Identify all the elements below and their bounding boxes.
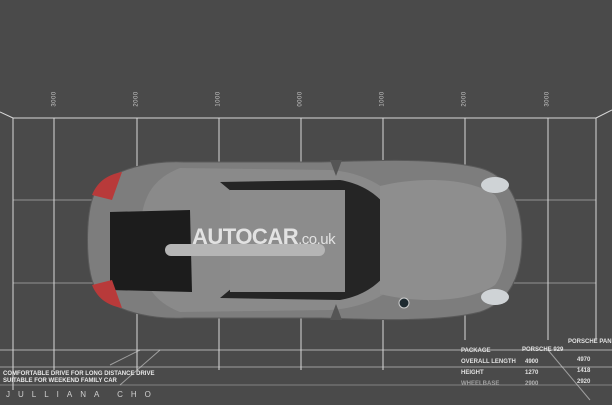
mirror-right [330, 304, 342, 320]
spec-value: 4900 [525, 359, 539, 365]
car-top-view [87, 159, 523, 321]
hood [380, 179, 507, 301]
headlight-right [481, 289, 509, 305]
headlight-left [481, 177, 509, 193]
tail-light-right [92, 280, 122, 308]
spec-value: 4970 [577, 357, 591, 363]
spec-header: PORSCHE PAN [568, 339, 612, 345]
description-line: SUITABLE FOR WEEKEND FAMILY CAR [3, 378, 117, 384]
roof-bar [165, 244, 325, 256]
scale-tick: 0000 [297, 91, 304, 107]
autocar-watermark: AUTOCAR.co.uk [192, 224, 336, 249]
spec-value: 2920 [577, 379, 591, 385]
scale-tick: 1000 [215, 91, 222, 107]
description-line: COMFORTABLE DRIVE FOR LONG DISTANCE DRIV… [3, 371, 155, 377]
scale-tick: 2000 [461, 91, 468, 107]
mirror-left [330, 160, 342, 176]
spec-value: 1418 [577, 368, 591, 374]
spec-value: 2900 [525, 381, 539, 387]
scale-tick: 3000 [51, 91, 58, 107]
scale-tick: 2000 [133, 91, 140, 107]
fuel-cap [398, 297, 410, 309]
spec-value: 1270 [525, 370, 539, 376]
spec-header: PORSCHE 929 [522, 347, 564, 353]
rear-glass [110, 210, 192, 292]
scale-tick: 1000 [379, 91, 386, 107]
spec-label: HEIGHT [461, 370, 484, 376]
spec-label: WHEELBASE [461, 381, 500, 387]
scale-tick: 3000 [544, 91, 551, 107]
spec-header: PACKAGE [461, 348, 491, 354]
spec-label: OVERALL LENGTH [461, 359, 516, 365]
author-name: JULLIANA CHO [6, 390, 159, 399]
tail-light-left [92, 172, 122, 200]
